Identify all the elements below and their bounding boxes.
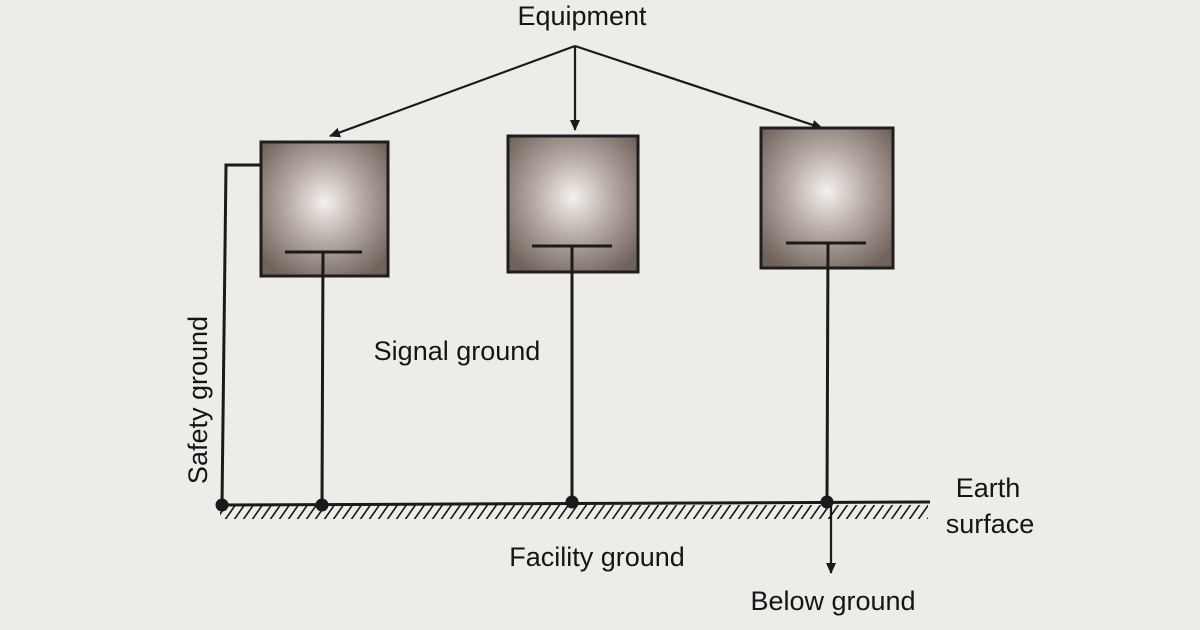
arrow-to-box-1 [329,44,576,138]
safety-ground-label: Safety ground [183,316,213,484]
equipment-arrows [329,44,823,138]
signal-ground-label: Signal ground [374,336,541,366]
signal-ground-wire-1 [320,251,325,506]
signal-ground-wire-3 [825,242,830,503]
junction-dot-safety [215,498,229,512]
equipment-label: Equipment [517,1,647,31]
arrow-to-box-3 [574,44,823,130]
equipment-box-1 [259,140,390,278]
facility-ground-label: Facility ground [509,542,685,572]
safety-ground-wire [220,163,261,506]
earth-surface-label-line2: surface [946,509,1035,539]
junction-dot-1 [315,498,329,512]
junction-dot-2 [565,495,579,509]
earth-surface-label-line1: Earth [956,473,1021,503]
below-ground-label: Below ground [750,586,915,616]
